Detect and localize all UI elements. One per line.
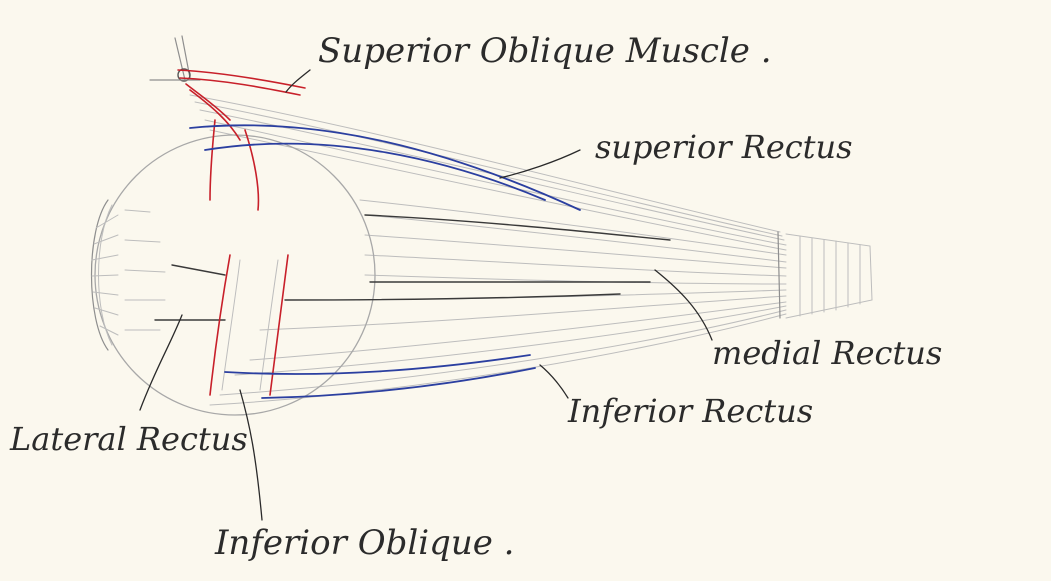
leader-lateral-rectus xyxy=(140,315,182,410)
label-medial-rectus: medial Rectus xyxy=(712,334,942,372)
label-inferior-oblique: Inferior Oblique . xyxy=(214,523,514,563)
leader-inferior-rectus xyxy=(540,365,568,398)
label-superior-oblique: Superior Oblique Muscle . xyxy=(318,31,772,71)
leader-superior-oblique xyxy=(286,70,310,92)
labels: Superior Oblique Muscle . superior Rectu… xyxy=(9,31,942,563)
label-lateral-rectus: Lateral Rectus xyxy=(9,420,248,458)
label-superior-rectus: superior Rectus xyxy=(595,128,853,166)
label-inferior-rectus: Inferior Rectus xyxy=(567,392,813,430)
superior-oblique-muscle xyxy=(150,36,305,210)
